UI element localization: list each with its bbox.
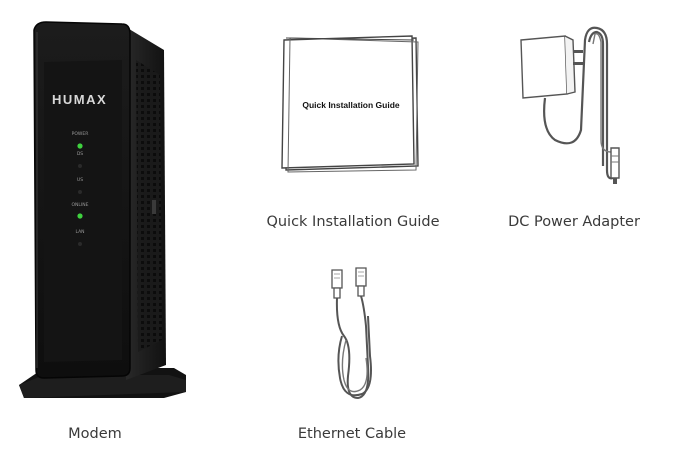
guide-caption: Quick Installation Guide (266, 214, 440, 230)
online-led-icon (77, 213, 83, 219)
power-adapter-illustration (515, 20, 635, 190)
led-label-us: US (76, 178, 84, 183)
led-label-power: POWER (71, 132, 89, 137)
adapter-caption: DC Power Adapter (508, 214, 640, 230)
led-label-online: ONLINE (71, 203, 89, 208)
ethernet-caption: Ethernet Cable (297, 426, 407, 442)
guide-illustration: Quick Installation Guide (280, 34, 422, 174)
ethernet-cable-illustration (318, 266, 390, 404)
led-label-lan: LAN (75, 230, 85, 235)
modem-illustration: HUMAX POWER DS US ONLINE LAN (14, 20, 189, 402)
led-label-ds: DS (76, 152, 84, 157)
guide-cover-title: Quick Installation Guide (302, 100, 400, 110)
modem-brand-label: HUMAX (52, 92, 108, 107)
modem-caption: Modem (68, 426, 122, 442)
power-led-icon (77, 143, 83, 149)
